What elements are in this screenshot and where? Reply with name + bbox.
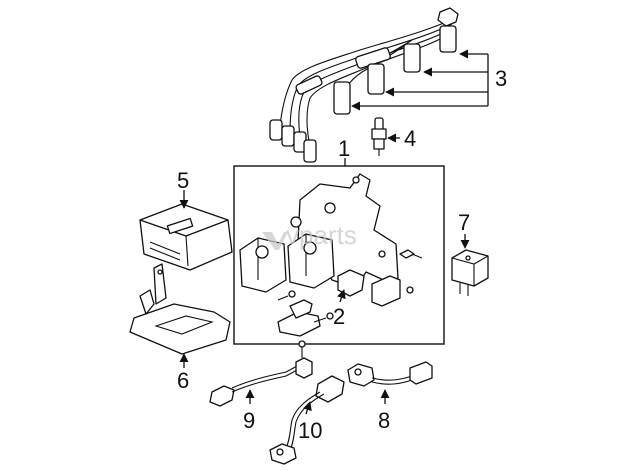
ignition-coil-assembly-icon[interactable]	[233, 165, 445, 345]
watermark: vparts	[262, 220, 357, 250]
callout-2: 2	[333, 304, 345, 329]
ecm-module-icon[interactable]	[139, 203, 233, 271]
callout-6: 6	[177, 368, 189, 393]
crankshaft-sensor-icon[interactable]	[347, 361, 433, 387]
callout-7: 7	[458, 210, 470, 235]
callout-10: 10	[298, 418, 322, 443]
callout-4: 4	[404, 126, 416, 151]
watermark-text: vparts	[286, 220, 357, 250]
callout-2-leader	[337, 289, 346, 303]
spark-plug-icon[interactable]	[371, 117, 387, 156]
callout-3-leaders	[351, 49, 489, 111]
ecm-bracket-icon[interactable]	[129, 263, 231, 355]
callout-5: 5	[177, 168, 189, 193]
callout-8: 8	[378, 408, 390, 433]
callout-9: 9	[243, 408, 255, 433]
callout-1: 1	[338, 136, 350, 161]
relay-icon[interactable]	[451, 249, 489, 296]
callout-3: 3	[495, 66, 507, 91]
knock-sensor-icon[interactable]	[269, 375, 345, 465]
callout-10-leader	[303, 401, 312, 415]
camshaft-sensor-icon[interactable]	[209, 340, 313, 407]
spark-plug-wire-set-icon[interactable]	[269, 7, 459, 163]
cvp-logo-icon	[262, 232, 288, 250]
